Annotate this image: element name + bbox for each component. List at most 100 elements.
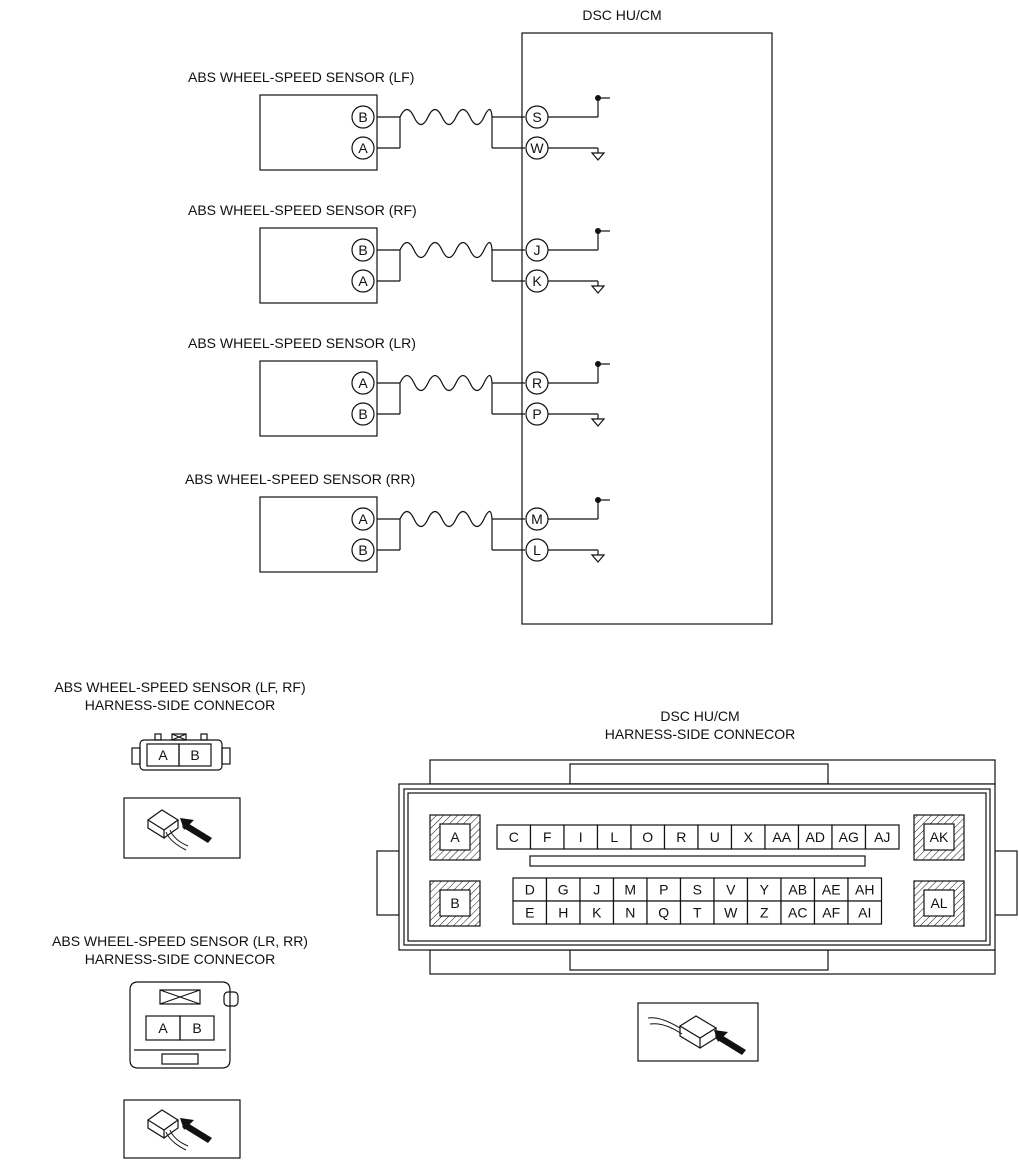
corner-pin-a: A	[429, 814, 481, 861]
sensor-pin: B	[358, 109, 367, 125]
connector-pin-label: Q	[658, 905, 669, 921]
connector-pin-label: E	[525, 905, 534, 921]
connector-pin-label: W	[724, 905, 738, 921]
connector-pin-label: Z	[760, 905, 769, 921]
dsc-module-box	[521, 32, 773, 625]
connector-pin-label: O	[642, 829, 653, 845]
sensor-title: ABS WHEEL-SPEED SENSOR (RR)	[185, 471, 415, 487]
connector-pin-label: R	[676, 829, 686, 845]
module-connector-title-2: HARNESS-SIDE CONNECOR	[605, 726, 796, 742]
sensor-box	[259, 496, 378, 573]
connector-pin-cell: AC	[780, 900, 816, 925]
connector-pin-label: I	[579, 829, 583, 845]
rear-connector-title-2: HARNESS-SIDE CONNECOR	[85, 951, 276, 967]
svg-text:AL: AL	[930, 895, 947, 911]
connector-pin-cell: F	[529, 824, 565, 850]
view-direction-icon	[647, 1015, 746, 1055]
module-pin: L	[533, 542, 541, 558]
connector-pin-label: AJ	[874, 829, 890, 845]
connector-pin-cell: Z	[746, 900, 782, 925]
connector-pin-label: V	[726, 882, 736, 898]
view-direction-box	[123, 797, 241, 859]
module-pin: J	[534, 242, 541, 258]
module-pin: W	[530, 140, 544, 156]
twisted-pair-icon	[399, 241, 493, 259]
connector-pin-label: N	[625, 905, 635, 921]
connector-pin-cell: Y	[746, 877, 782, 902]
connector-pin-label: T	[693, 905, 702, 921]
connector-pin-label: F	[543, 829, 552, 845]
connector-pin-cell: T	[679, 900, 715, 925]
rear-connector-face-icon	[129, 981, 239, 1069]
connector-pin-label: S	[693, 882, 702, 898]
ground-icon	[590, 418, 606, 427]
junction-dot-icon	[595, 95, 601, 101]
front-connector-face-icon	[131, 733, 231, 771]
connector-pin-cell: H	[545, 900, 581, 925]
sensor-lf: ABS WHEEL-SPEED SENSOR (LF) B A S W	[188, 69, 610, 171]
rear-pin-b: B	[192, 1020, 201, 1036]
front-connector-title-1: ABS WHEEL-SPEED SENSOR (LF, RF)	[54, 679, 305, 695]
connector-pin-cell: AF	[813, 900, 849, 925]
rear-connector: ABS WHEEL-SPEED SENSOR (LR, RR) HARNESS-…	[52, 933, 308, 1159]
ground-icon	[590, 554, 606, 563]
corner-pin-b: B	[429, 880, 481, 927]
connector-pin-label: AE	[822, 882, 841, 898]
connector-pin-label: AG	[839, 829, 859, 845]
connector-pin-label: AH	[855, 882, 874, 898]
sensor-box	[259, 94, 378, 171]
sensor-title: ABS WHEEL-SPEED SENSOR (RF)	[188, 202, 417, 218]
connector-pin-cell: S	[679, 877, 715, 902]
connector-pin-cell: G	[545, 877, 581, 902]
rear-pin-a: A	[158, 1020, 168, 1036]
connector-pin-label: D	[525, 882, 535, 898]
connector-pin-label: G	[558, 882, 569, 898]
sensor-rr: ABS WHEEL-SPEED SENSOR (RR) A B M L	[185, 471, 610, 573]
connector-pin-label: C	[509, 829, 519, 845]
connector-pin-cell: J	[579, 877, 615, 902]
connector-pin-cell: AD	[797, 824, 833, 850]
sensor-pin: B	[358, 242, 367, 258]
connector-pin-label: J	[593, 882, 600, 898]
sensor-rf: ABS WHEEL-SPEED SENSOR (RF) B A J K	[188, 202, 610, 304]
connector-pin-label: K	[592, 905, 602, 921]
connector-pin-cell: O	[630, 824, 666, 850]
twisted-pair-icon	[399, 374, 493, 392]
front-pin-a: A	[158, 747, 168, 763]
connector-pin-cell: AI	[847, 900, 883, 925]
connector-pin-label: AA	[772, 829, 791, 845]
sensor-title: ABS WHEEL-SPEED SENSOR (LF)	[188, 69, 414, 85]
ground-icon	[590, 285, 606, 294]
connector-pin-label: H	[558, 905, 568, 921]
connector-pin-cell: D	[512, 877, 548, 902]
module-pin: P	[532, 406, 541, 422]
connector-pin-label: Y	[760, 882, 770, 898]
front-pin-b: B	[190, 747, 199, 763]
connector-pin-cell: AA	[764, 824, 800, 850]
twisted-pair-icon	[399, 108, 493, 126]
module-title: DSC HU/CM	[582, 7, 661, 23]
sensor-pin: A	[358, 140, 368, 156]
module-pin: R	[532, 375, 542, 391]
rear-connector-title-1: ABS WHEEL-SPEED SENSOR (LR, RR)	[52, 933, 308, 949]
sensor-pin: B	[358, 542, 367, 558]
connector-pin-cell: V	[713, 877, 749, 902]
connector-pin-cell: R	[663, 824, 699, 850]
connector-pin-cell: C	[496, 824, 532, 850]
connector-pin-label: AI	[858, 905, 871, 921]
junction-dot-icon	[595, 361, 601, 367]
connector-pin-label: L	[610, 829, 618, 845]
view-direction-icon	[146, 809, 212, 851]
connector-pin-cell: I	[563, 824, 599, 850]
connector-pin-cell: L	[596, 824, 632, 850]
connector-pin-cell: AJ	[864, 824, 900, 850]
module-connector-housing	[376, 759, 1018, 975]
corner-pin-al: AL	[913, 880, 965, 927]
connector-pin-cell: Q	[646, 900, 682, 925]
connector-pin-label: AD	[806, 829, 825, 845]
sensor-title: ABS WHEEL-SPEED SENSOR (LR)	[188, 335, 416, 351]
connector-pin-label: X	[744, 829, 754, 845]
ground-icon	[590, 152, 606, 161]
